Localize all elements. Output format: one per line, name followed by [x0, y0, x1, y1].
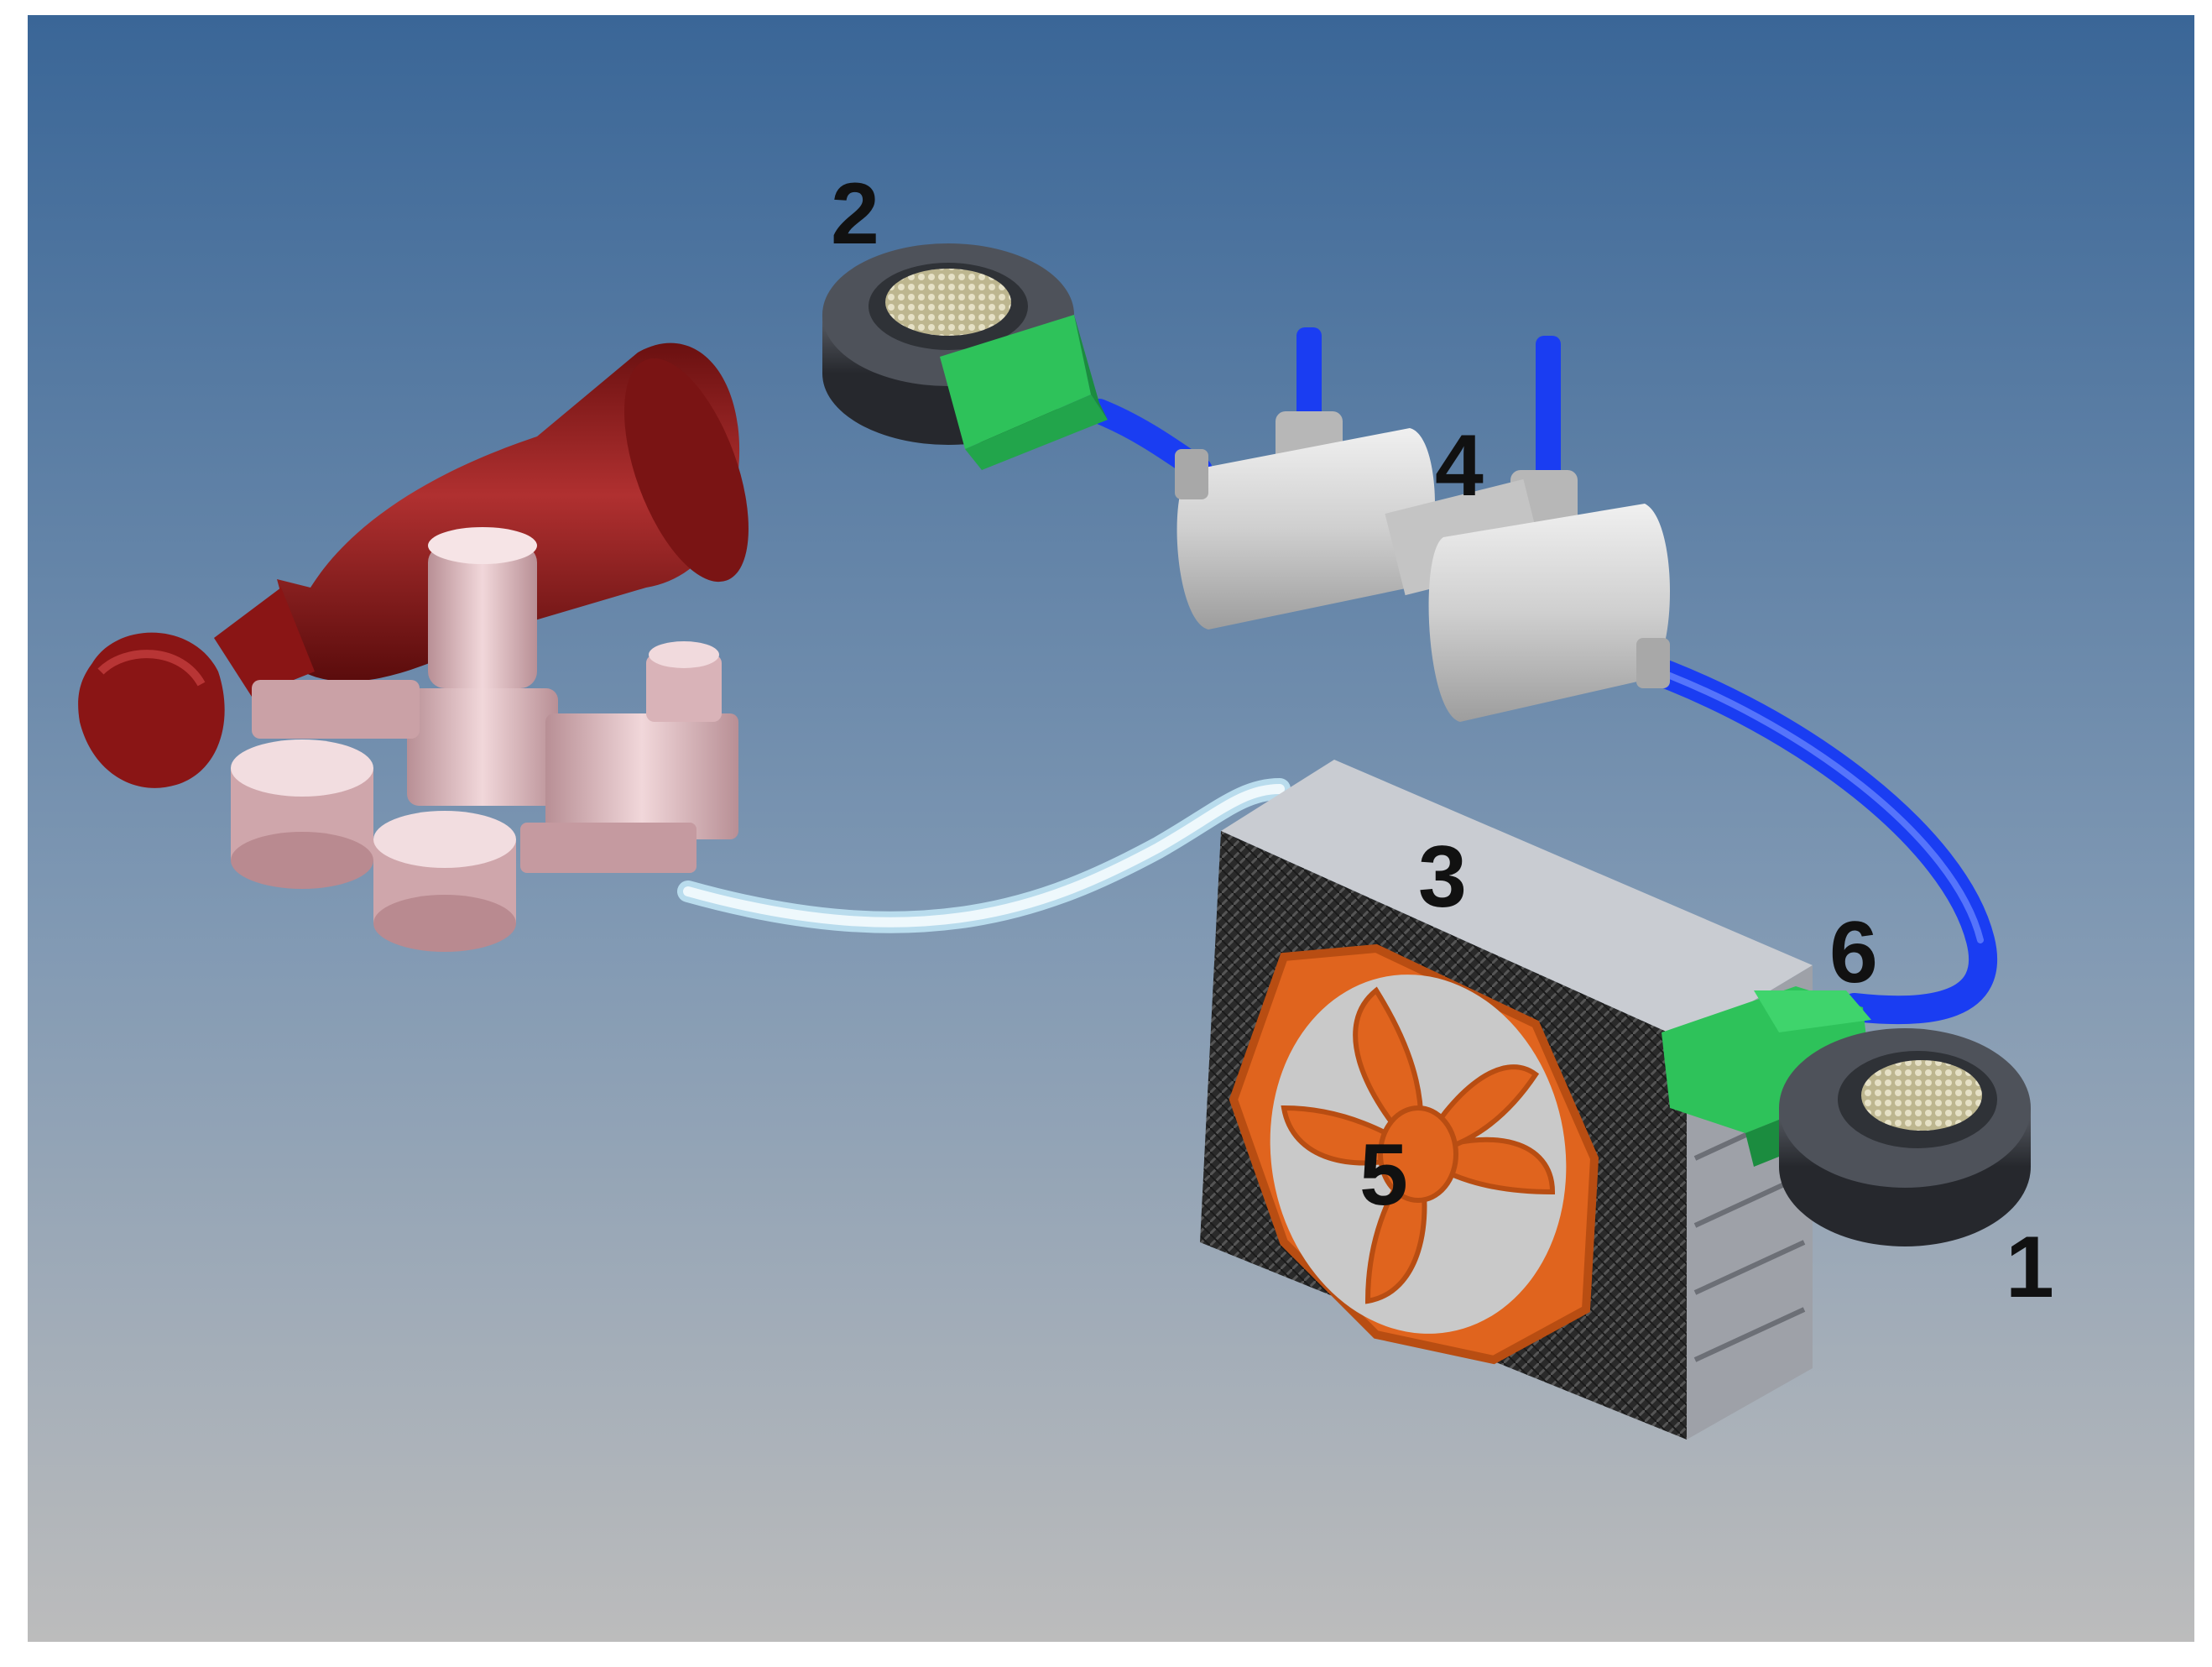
pressure-regulator-icon [231, 527, 738, 952]
callout-5: 5 [1359, 1126, 1408, 1224]
callout-3: 3 [1418, 828, 1467, 926]
cooling-fan-icon [1229, 943, 1599, 1365]
cylinder-valve-knob [78, 632, 225, 788]
callout-6: 6 [1829, 904, 1878, 1001]
hydrogen-cylinder-icon [78, 342, 749, 788]
green-adapter-2 [940, 315, 1108, 470]
pressure-gauge-left [231, 739, 373, 889]
pressure-gauge-right [373, 811, 516, 952]
humidifier-4 [1175, 327, 1670, 722]
callout-2: 2 [831, 165, 879, 263]
callout-4: 4 [1435, 417, 1484, 515]
fuel-cell-1 [1779, 1028, 2031, 1246]
callout-1: 1 [2006, 1219, 2054, 1316]
